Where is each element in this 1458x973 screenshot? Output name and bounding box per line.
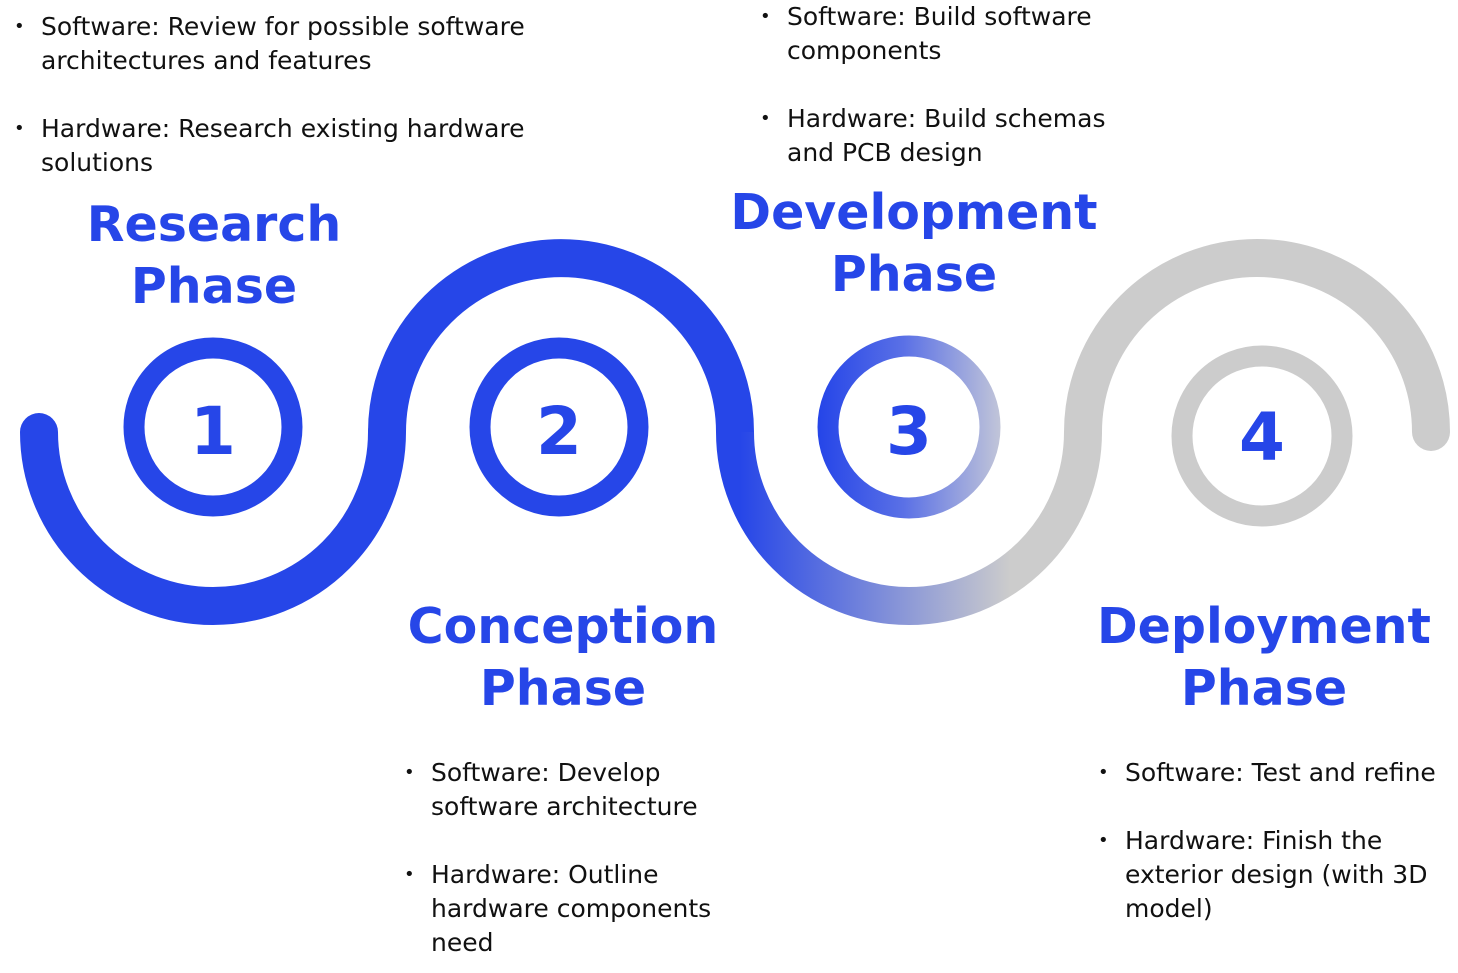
phase-4-details: Software: Test and refine Hardware: Fini… [1098,756,1448,926]
phase-1-title-line1: Research [86,196,342,253]
phase-2-details: Software: Develop software architecture … [404,756,734,960]
wave-segment-deployment [1064,239,1450,451]
phase-3-bullet-software: Software: Build software components [760,0,1130,68]
wave-segment-development [716,431,1102,625]
phase-4-title: Deployment Phase [1094,596,1434,720]
phase-4-title-line1: Deployment [1097,598,1431,655]
wave-segment-conception [368,239,754,433]
phase-2-title-line1: Conception [407,598,719,655]
phase-1-number: 1 [190,393,236,470]
phase-4-number: 4 [1239,399,1285,476]
phase-2-ring: 2 [469,337,649,517]
phase-2-bullet-software: Software: Develop software architecture [404,756,734,824]
phase-3-number: 3 [886,393,932,470]
phase-4-bullet-software: Software: Test and refine [1098,756,1448,790]
wave-segment-research [20,413,406,625]
phase-2-title-line2: Phase [479,660,647,717]
phase-2-number: 2 [536,393,582,470]
phase-4-bullet-hardware: Hardware: Finish the exterior design (wi… [1098,824,1448,926]
phase-1-title: Research Phase [64,194,364,318]
phase-1-title-line2: Phase [130,258,298,315]
phase-3-title-line2: Phase [830,246,998,303]
phase-3-bullet-hardware: Hardware: Build schemas and PCB design [760,102,1130,170]
phase-3-title-line1: Development [730,184,1098,241]
phase-4-ring: 4 [1171,345,1353,527]
phase-3-ring: 3 [817,335,1001,519]
phase-2-bullet-hardware: Hardware: Outline hardware components ne… [404,858,734,960]
phase-4-title-line2: Phase [1180,660,1348,717]
phase-1-details: Software: Review for possible software a… [14,10,534,180]
phase-1-ring: 1 [123,337,303,517]
phase-3-title: Development Phase [729,182,1099,306]
phase-3-details: Software: Build software components Hard… [760,0,1130,170]
phase-2-title: Conception Phase [393,596,733,720]
phase-1-bullet-software: Software: Review for possible software a… [14,10,534,78]
phase-1-bullet-hardware: Hardware: Research existing hardware sol… [14,112,534,180]
